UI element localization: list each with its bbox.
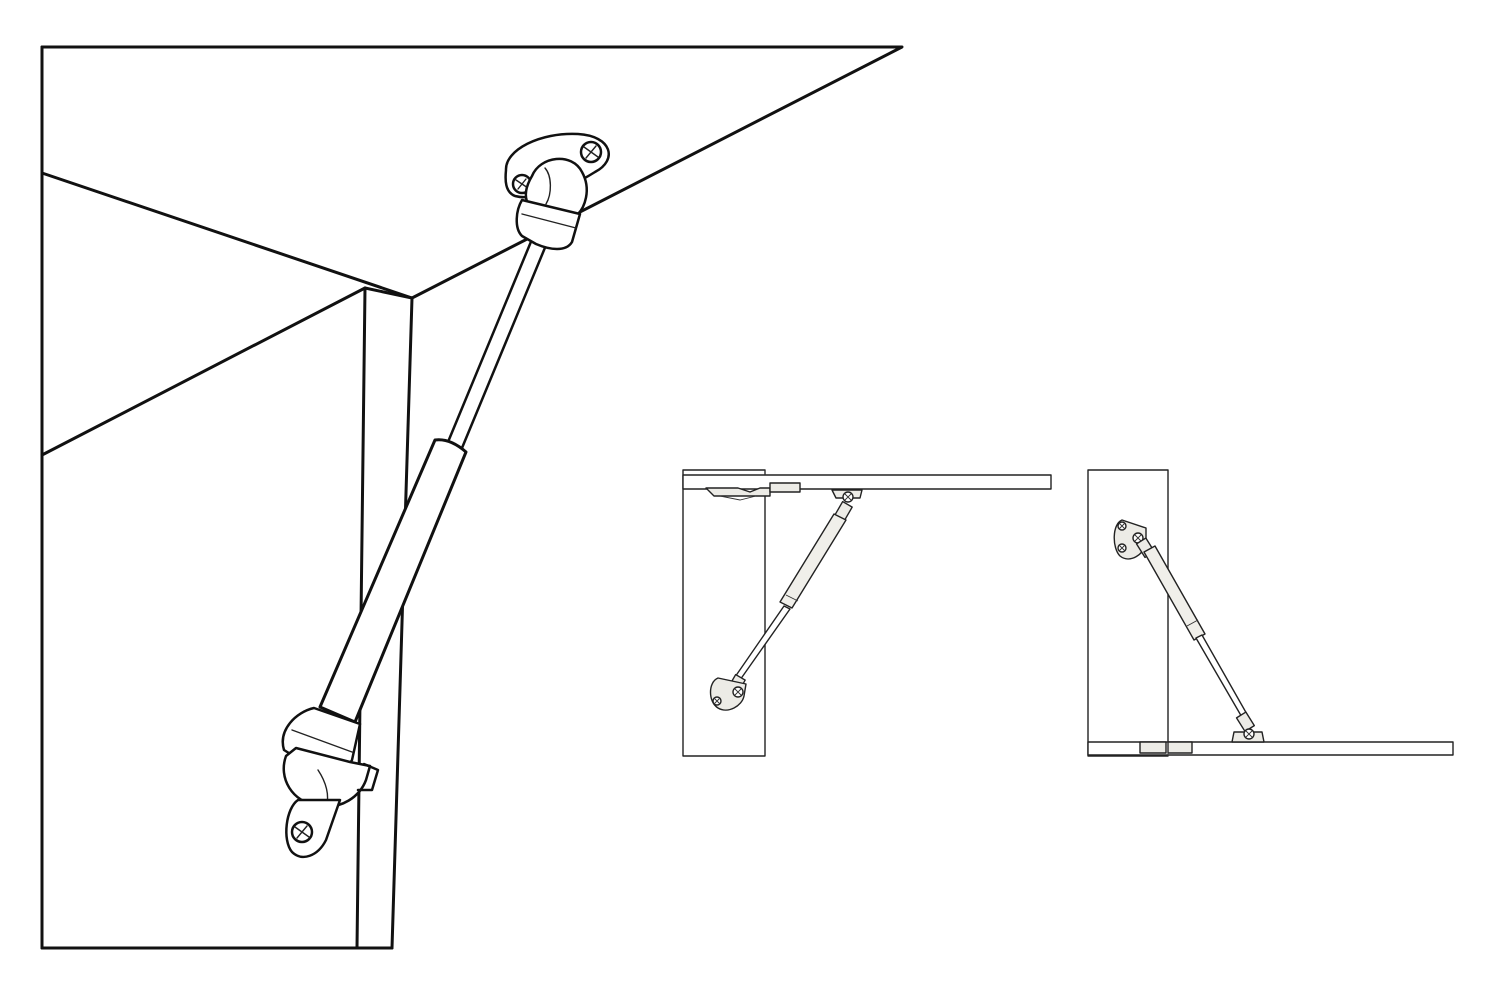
pivot-contour <box>544 167 552 205</box>
hinge-arm <box>1167 741 1193 754</box>
cylinder-band <box>1186 619 1199 627</box>
cabinet-side-panel <box>682 469 766 757</box>
hinge-cup <box>1139 741 1167 754</box>
screw-cross-icon <box>1118 544 1126 552</box>
main-view <box>40 45 904 950</box>
gas-spring-closed <box>1113 519 1265 743</box>
cabinet-side-panel <box>1087 469 1169 757</box>
top-end-fitting <box>515 198 582 251</box>
screw-cross-icon <box>1245 730 1253 738</box>
bottom-pivot-ball <box>282 746 372 808</box>
bottom-end-fitting <box>1235 711 1256 733</box>
gas-cylinder <box>779 513 847 609</box>
top-pivot-ball <box>524 157 588 216</box>
piston-rod <box>1195 634 1249 720</box>
gas-spring-main <box>281 132 610 859</box>
screw-cross-icon <box>583 145 599 159</box>
hinge <box>705 482 801 501</box>
cabinet-inner-edge <box>40 286 367 457</box>
side-view-open <box>682 469 1052 757</box>
screw-cross-icon <box>294 825 310 839</box>
hinge-arm <box>705 487 771 497</box>
side-panel-top <box>363 286 414 300</box>
screw-cross-icon <box>1118 522 1126 530</box>
lid-panel <box>40 45 904 300</box>
screw-cross-icon <box>1134 534 1142 542</box>
gas-cylinder <box>318 438 468 724</box>
bottom-bracket-edge <box>356 762 380 792</box>
screw-cross-icon <box>844 493 852 501</box>
cabinet <box>40 45 904 950</box>
piston-rod <box>446 230 551 450</box>
fitting-band <box>291 729 353 753</box>
screw-cross-icon <box>713 697 721 705</box>
screw-cross-icon <box>734 688 742 696</box>
gas-spring-open <box>709 489 863 711</box>
side-view-closed <box>1087 469 1454 757</box>
gas-cylinder <box>1143 545 1206 641</box>
hinge <box>1139 741 1193 756</box>
fitting-band <box>521 213 577 229</box>
side-panel-back <box>390 296 414 950</box>
cylinder-band <box>785 594 799 602</box>
open-lid <box>682 474 1052 490</box>
hinge-link <box>719 495 757 501</box>
hinge-cup <box>769 482 801 493</box>
